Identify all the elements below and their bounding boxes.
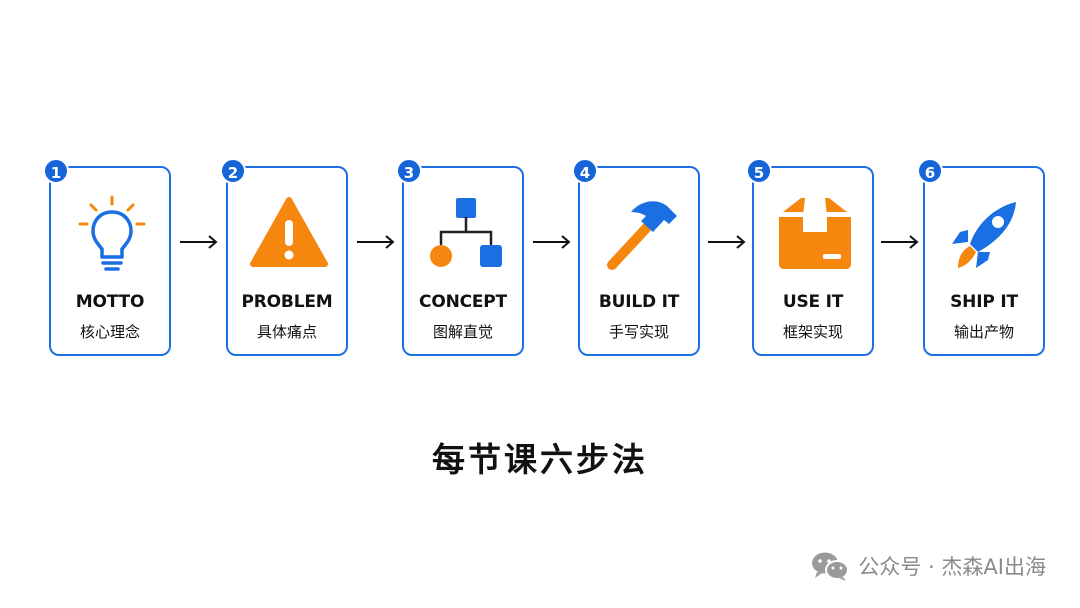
step-title: SHIP IT — [950, 292, 1018, 312]
flowchart-icon — [425, 194, 505, 274]
step-subtitle: 图解直觉 — [432, 323, 493, 341]
step-number-badge: 5 — [746, 158, 772, 184]
arrow-right-icon — [178, 232, 220, 252]
step-subtitle: 输出产物 — [953, 323, 1014, 341]
step-subtitle: 具体痛点 — [256, 323, 317, 341]
step-subtitle: 手写实现 — [608, 323, 669, 341]
wechat-icon — [810, 550, 850, 582]
step-card-problem: 2 PROBLEM 具体痛点 — [220, 158, 348, 356]
arrow-right-icon — [355, 232, 397, 252]
diagram-title: 每节课六步法 — [432, 440, 648, 479]
step-number-badge: 6 — [917, 158, 943, 184]
step-title: USE IT — [782, 292, 844, 312]
warning-icon — [249, 194, 329, 274]
arrow-right-icon — [531, 232, 573, 252]
lightbulb-icon — [72, 194, 152, 274]
step-card-concept: 3 CONCEPT 图解直觉 — [396, 158, 524, 356]
step-card-build-it: 4 BUILD IT 手写实现 — [572, 158, 700, 356]
step-subtitle: 核心理念 — [79, 323, 140, 341]
rocket-icon — [946, 194, 1026, 274]
hammer-icon — [601, 194, 681, 274]
step-title: PROBLEM — [241, 292, 333, 312]
arrow-right-icon — [706, 232, 748, 252]
step-title: BUILD IT — [598, 292, 680, 312]
step-title: MOTTO — [75, 292, 145, 312]
step-number-badge: 1 — [43, 158, 69, 184]
step-card-motto: 1 MOTTO 核心理念 — [43, 158, 171, 356]
step-card-ship-it: 6 SHIP IT 输出产物 — [917, 158, 1045, 356]
package-box-icon — [775, 194, 855, 274]
step-title: CONCEPT — [419, 292, 507, 312]
arrow-right-icon — [879, 232, 921, 252]
watermark-text: 公众号 · 杰森AI出海 — [858, 555, 1046, 579]
watermark: 公众号 · 杰森AI出海 — [810, 549, 1046, 583]
step-subtitle: 框架实现 — [782, 323, 843, 341]
step-number-badge: 3 — [396, 158, 422, 184]
step-number-badge: 2 — [220, 158, 246, 184]
step-card-use-it: 5 USE IT 框架实现 — [746, 158, 874, 356]
step-number-badge: 4 — [572, 158, 598, 184]
